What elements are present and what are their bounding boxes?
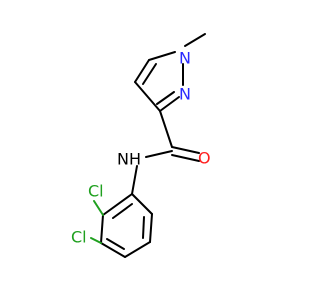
benzene-bond-3 xyxy=(124,241,151,258)
methyl-bond xyxy=(184,33,206,47)
atom-label-o-carbonyl: O xyxy=(198,149,211,168)
benzene-bond-2 xyxy=(149,213,153,243)
carbonyl-c-c3-bond xyxy=(159,110,173,148)
benzene-double-bond-c xyxy=(106,238,125,250)
benzene-double-bond-b xyxy=(142,216,145,239)
molecule-structure: N N O NH Cl Cl xyxy=(71,33,211,258)
ring-bond-c5-c4 xyxy=(134,59,150,83)
ring-bond-c5-c4-double xyxy=(142,63,157,85)
cl-meta-bond xyxy=(90,237,102,244)
cl-ortho-bond xyxy=(93,200,104,216)
benzene-bond-6 xyxy=(102,193,133,216)
ring-bond-c3-n2 xyxy=(159,96,180,112)
atom-label-cl-ortho: Cl xyxy=(88,182,104,201)
amide-c-n-bond xyxy=(145,150,173,158)
atom-label-n-methyl: N xyxy=(179,49,191,68)
amide-n-aryl-bond xyxy=(131,165,138,195)
ring-bond-c4-c3 xyxy=(134,81,161,112)
benzene-bond-1 xyxy=(131,193,153,215)
benzene-bond-4 xyxy=(100,242,126,258)
ring-bond-c3-n2-double xyxy=(156,91,175,105)
atom-label-cl-meta: Cl xyxy=(71,228,87,247)
carbonyl-double-bond-a xyxy=(171,146,200,154)
benzene-double-bond-a xyxy=(112,203,133,219)
benzene-bond-5 xyxy=(100,214,104,244)
atom-label-nh-amide: NH xyxy=(117,150,141,169)
ring-bond-n1-c5 xyxy=(148,51,176,61)
atom-label-n-ring: N xyxy=(179,85,191,104)
carbonyl-double-bond-b xyxy=(171,154,200,162)
